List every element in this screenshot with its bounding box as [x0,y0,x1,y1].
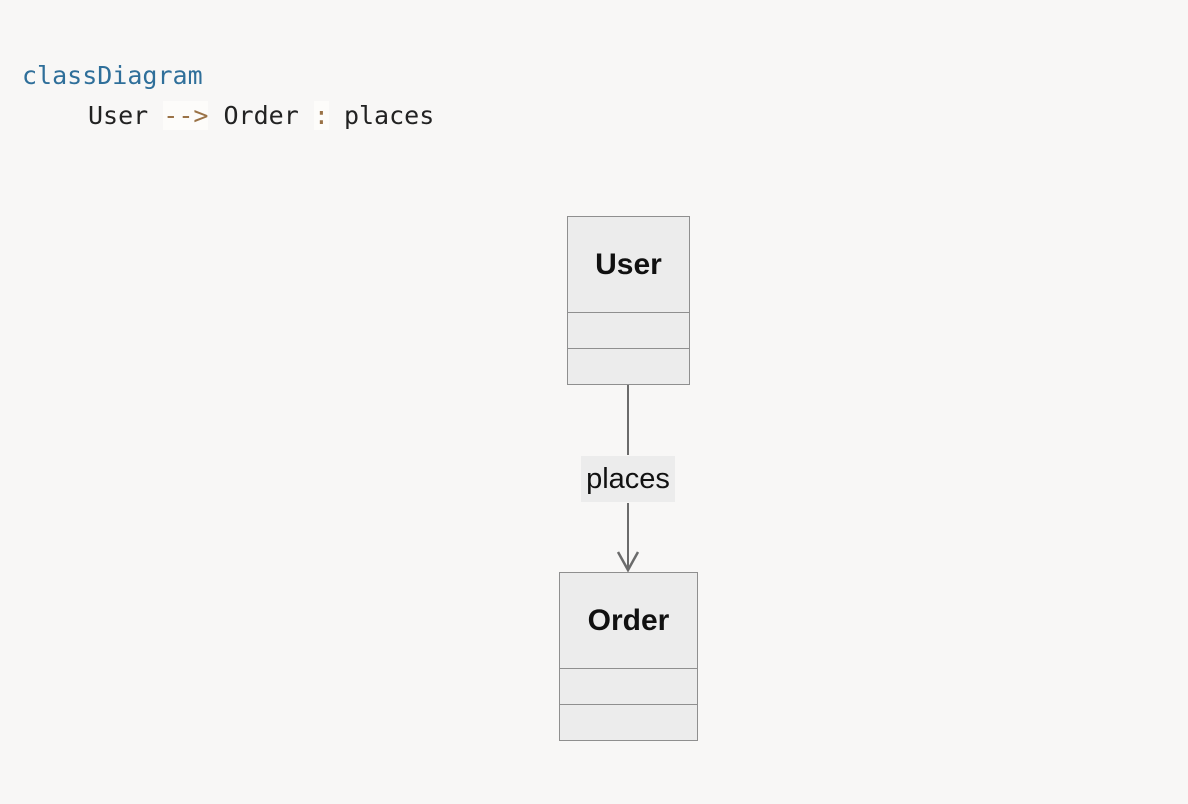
code-source-class: User [88,101,149,130]
code-target-class: Order [223,101,299,130]
class-user-attributes [568,313,689,349]
code-relation-label: places [343,101,435,130]
code-line-1: classDiagram [22,56,434,96]
arrowhead-icon [616,551,640,573]
class-order-name: Order [560,573,697,669]
code-arrow-operator: --> [163,101,209,130]
class-order[interactable]: Order [559,572,698,741]
class-user-name: User [568,217,689,313]
code-keyword: classDiagram [22,61,203,90]
class-user-methods [568,349,689,385]
class-user[interactable]: User [567,216,690,385]
code-line-2: User --> Order : places [22,96,434,136]
relation-label: places [581,456,675,502]
class-order-attributes [560,669,697,705]
code-separator: : [313,101,329,130]
class-order-methods [560,705,697,741]
